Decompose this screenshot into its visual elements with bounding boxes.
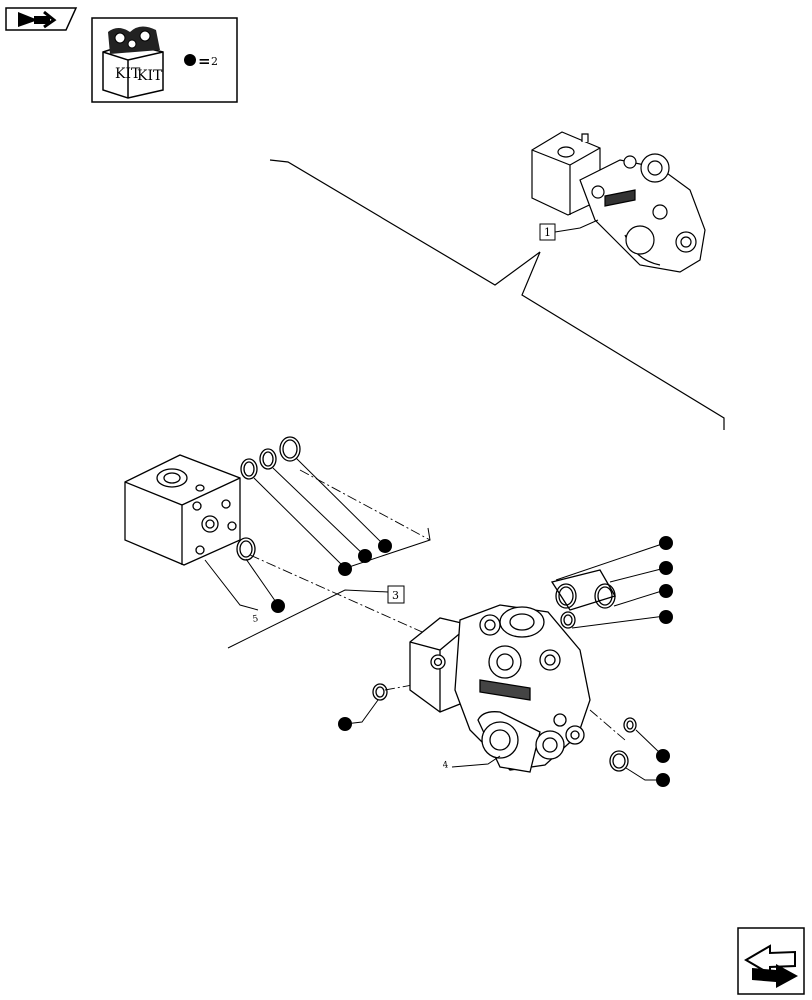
valve-body [409, 604, 591, 773]
kit-marker-icon [358, 549, 372, 563]
kit-marker-icon [659, 561, 673, 575]
prev-page-button[interactable] [5, 7, 78, 31]
kit-quantity: 2 [211, 55, 218, 68]
kit-marker-icon [656, 749, 670, 763]
kit-marker-icon [659, 584, 673, 598]
ref-1-label: 1 [544, 226, 551, 239]
kit-marker-icon [338, 562, 352, 576]
kit-marker-icon [656, 773, 670, 787]
cover-block [124, 454, 241, 566]
kit-marker-icon [659, 536, 673, 550]
connector-lines [269, 159, 725, 430]
o-rings-right [372, 569, 637, 772]
kit-label-left: KIT [115, 66, 141, 82]
callout-ref-1[interactable]: 1 [539, 223, 556, 241]
kit-box-icon: KIT KIT [102, 26, 164, 99]
kit-markers-right [338, 536, 673, 787]
item-5-label: 5 [252, 614, 260, 625]
kit-marker-icon [271, 599, 285, 613]
next-page-arrow-icon [744, 944, 798, 988]
leader-ref-1 [554, 219, 599, 233]
kit-marker-icon [338, 717, 352, 731]
kit-markers-upper [271, 539, 392, 613]
item-4-label: 4 [442, 760, 449, 771]
o-rings-upper [236, 436, 301, 561]
kit-marker-icon [378, 539, 392, 553]
back-arrow-icon [18, 10, 57, 29]
ref-3-label: 3 [392, 589, 399, 602]
kit-equals: = [198, 52, 211, 70]
kit-label-right: KIT [137, 68, 163, 84]
kit-marker-icon [659, 610, 673, 624]
leader-item-4 [451, 755, 501, 768]
valve-assembly-overview [531, 131, 706, 273]
filled-circle-icon [184, 54, 196, 66]
callout-ref-3[interactable]: 3 [387, 585, 405, 604]
next-page-button[interactable] [737, 927, 805, 995]
kit-legend: KIT KIT = 2 [91, 17, 238, 103]
